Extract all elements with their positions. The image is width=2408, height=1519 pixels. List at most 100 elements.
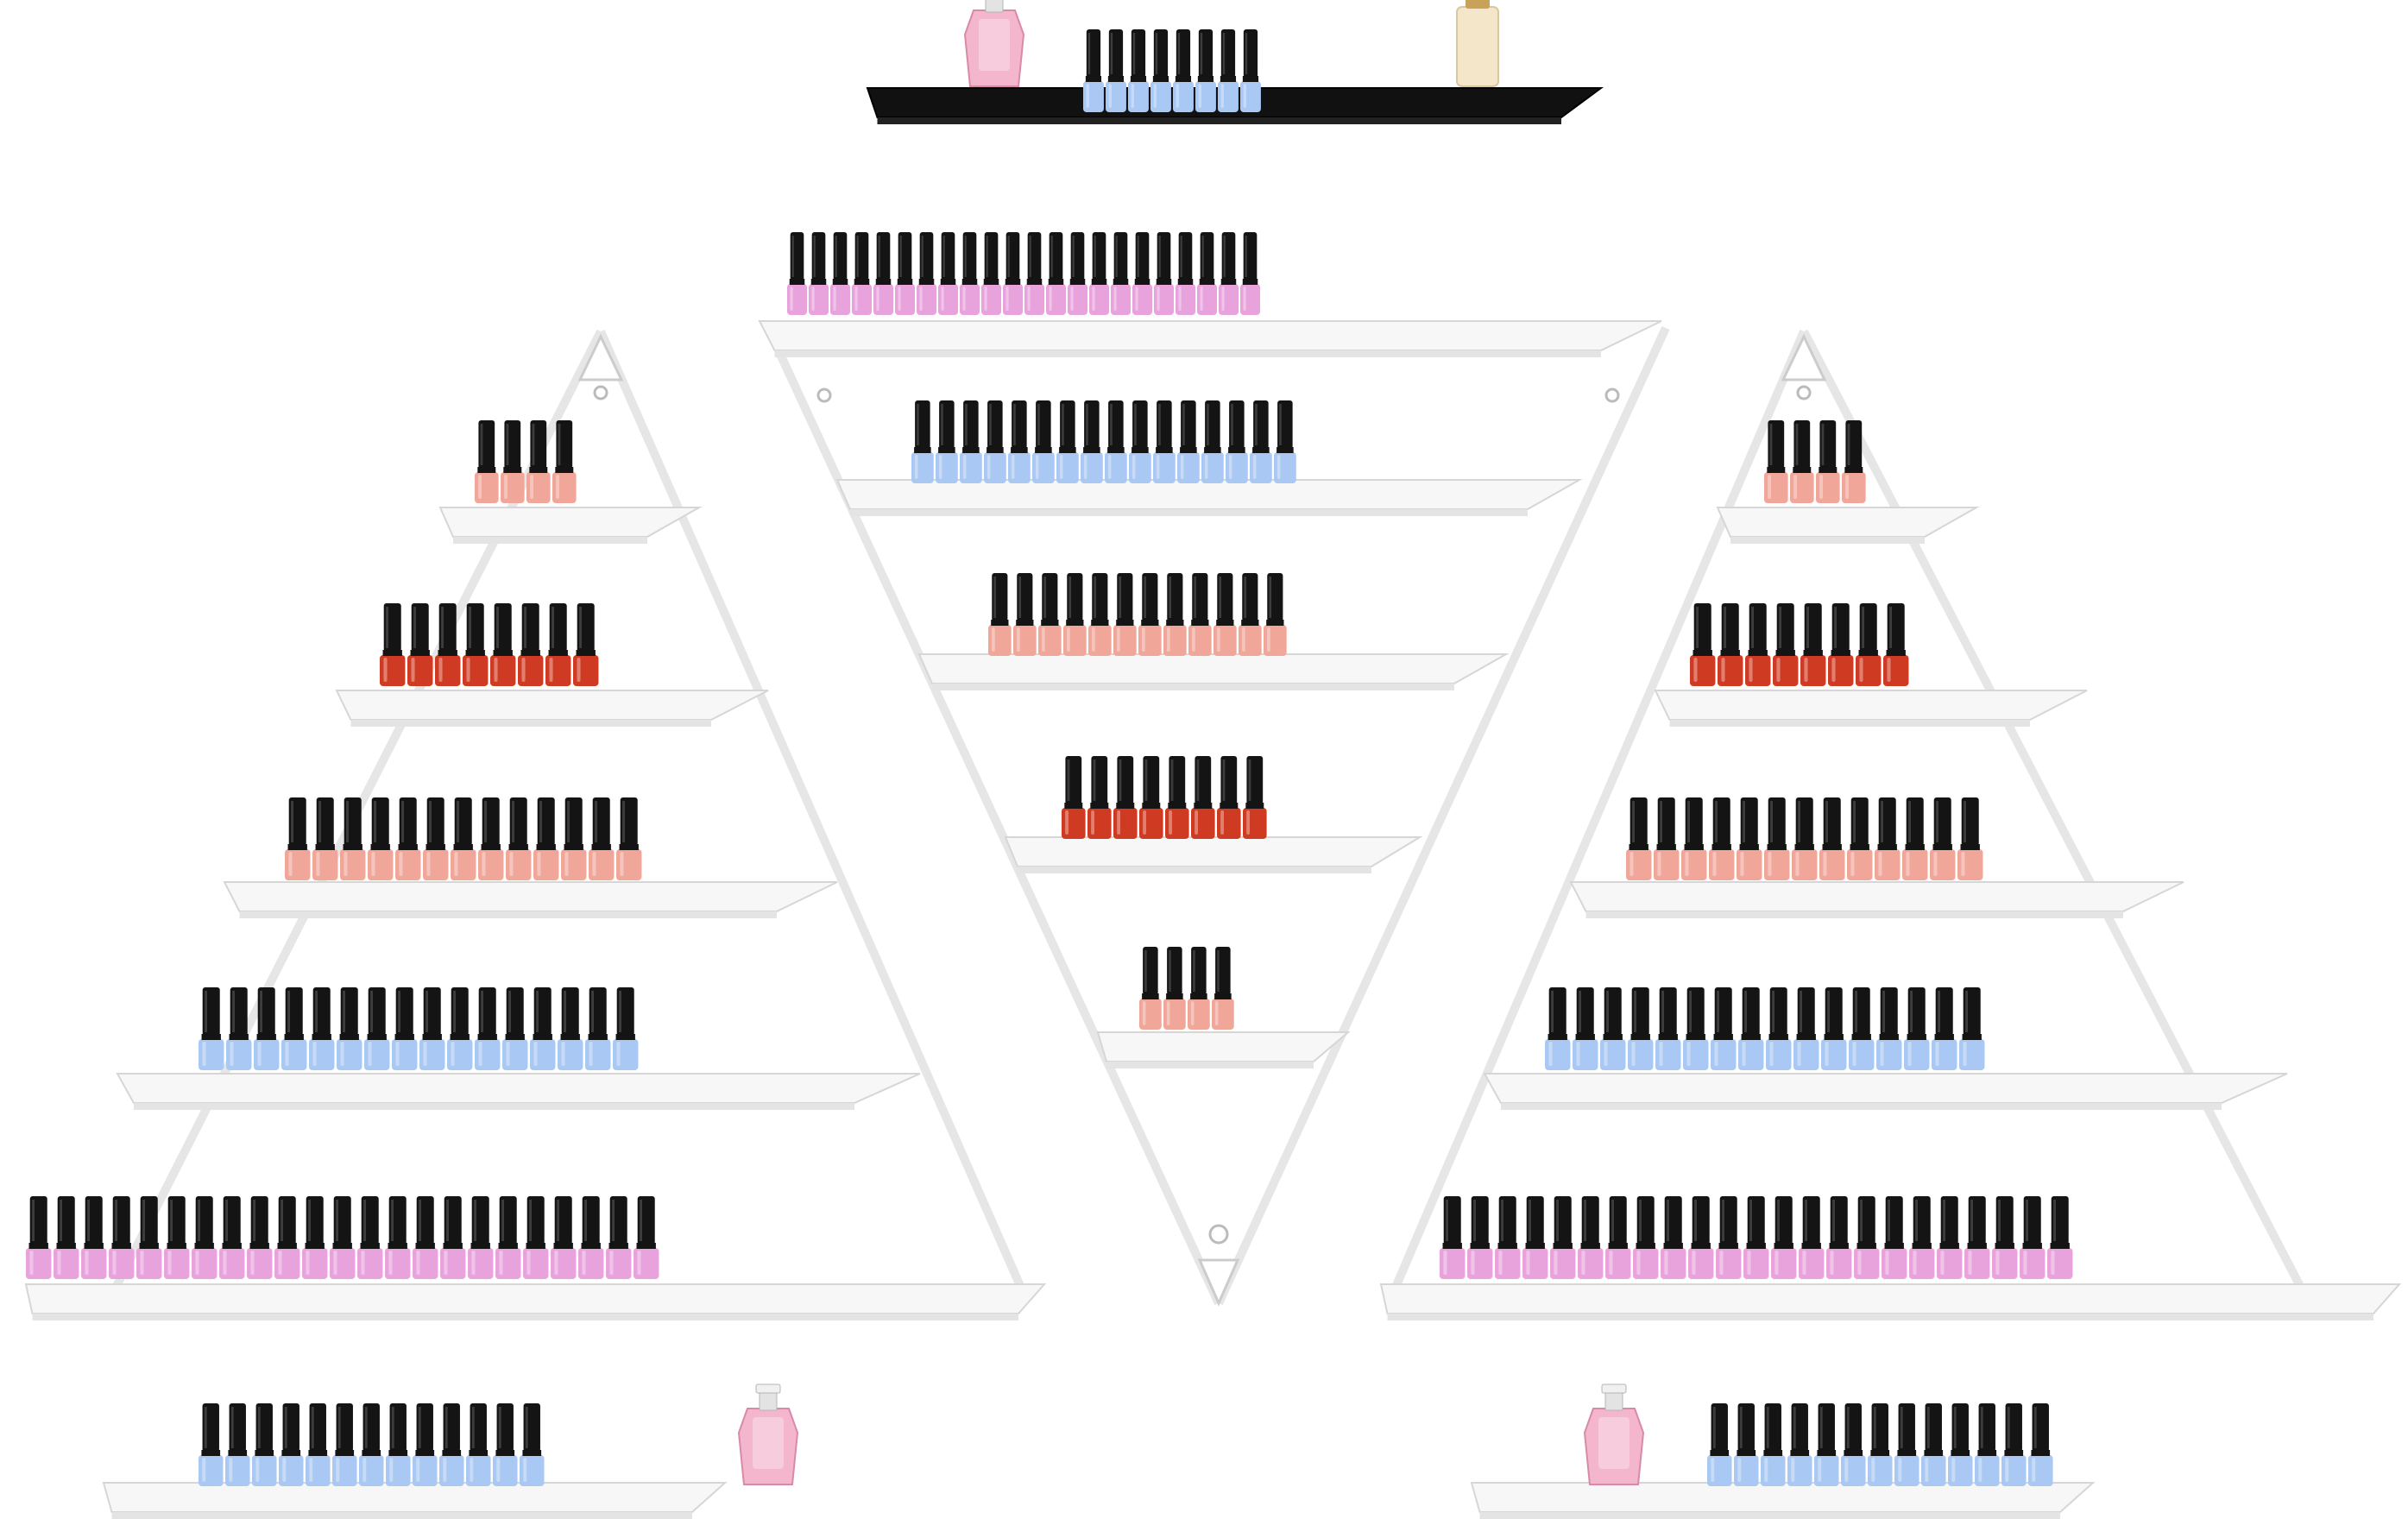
bottle-glint [1740, 852, 1744, 876]
bottle-neck [335, 1450, 355, 1456]
bottle-body [1654, 849, 1680, 880]
bottle-glint [1267, 627, 1270, 652]
bottle-neck [305, 1243, 325, 1249]
cap-highlight [619, 991, 622, 1032]
bottle-glint [223, 1251, 227, 1275]
nail-polish-bottle [1992, 1196, 2018, 1279]
perfume-label [979, 19, 1010, 71]
cap-highlight [198, 1200, 201, 1241]
cap-highlight [1873, 1407, 1876, 1448]
nail-polish-bottle [1826, 1196, 1852, 1279]
cap-highlight [1825, 801, 1829, 842]
cap-highlight [204, 1407, 207, 1448]
cap-highlight [1806, 607, 1810, 648]
bottle-body [413, 1455, 438, 1486]
bottle-neck [1663, 1243, 1683, 1249]
bottle-body [551, 1248, 577, 1279]
bottle-glint [368, 1042, 372, 1066]
bottle-glint [1685, 852, 1689, 876]
bottle-neck [1142, 803, 1161, 809]
cap-highlight [346, 801, 350, 842]
cap-highlight [552, 607, 555, 648]
left-rack-right-leg [596, 329, 1031, 1304]
bottle-neck [588, 1034, 608, 1040]
nail-polish-bottle [1150, 29, 1171, 112]
bottle-neck [1266, 620, 1284, 626]
bottle-glint [1791, 1458, 1795, 1482]
bottle-neck [1107, 76, 1125, 82]
cap-highlight [481, 991, 484, 1032]
bottle-body [1113, 625, 1137, 656]
nail-polish-bottle [164, 1196, 190, 1279]
bottle-neck [453, 844, 473, 850]
nail-polish-bottle [1578, 1196, 1604, 1279]
bottle-neck [1924, 1450, 1944, 1456]
bottle-neck [1090, 803, 1109, 809]
right-rack-hanger-hole [1796, 385, 1812, 400]
cap-highlight [1943, 1200, 1946, 1241]
cap-highlight [1094, 577, 1097, 618]
bottle-glint [1142, 1001, 1146, 1025]
cap-highlight [508, 991, 512, 1032]
bottle-neck [555, 467, 574, 473]
cap-highlight [622, 801, 626, 842]
bottle-body [1173, 81, 1194, 112]
nail-polish-bottle [1633, 1196, 1659, 1279]
bottle-body [447, 1039, 473, 1070]
bottle-body [164, 1248, 190, 1279]
bottle-body [254, 1039, 280, 1070]
bottle-neck [1276, 447, 1294, 453]
bottle-glint [471, 1251, 476, 1275]
bottle-neck [422, 1034, 442, 1040]
nail-polish-bottle [309, 987, 335, 1070]
bottle-body [1522, 1248, 1548, 1279]
bottle-neck [810, 279, 827, 285]
nail-polish-bottle [873, 232, 893, 315]
nail-polish-bottle [1904, 987, 1930, 1070]
bottle-body [1743, 1248, 1769, 1279]
bottle-body [247, 1248, 273, 1279]
nail-polish-bottle [1467, 1196, 1493, 1279]
bottle-glint [941, 287, 944, 311]
cap-highlight [1777, 1200, 1781, 1241]
cap-highlight [1881, 801, 1884, 842]
bottle-neck [1767, 844, 1787, 850]
nail-polish-bottle [1600, 987, 1626, 1070]
bottle-glint [1017, 627, 1020, 652]
bottle-body [1841, 1455, 1866, 1486]
cap-highlight [1980, 1407, 1983, 1448]
left-shelf-5-lip [32, 1314, 1018, 1320]
bottle-body [439, 1455, 464, 1486]
bottle-neck [1194, 803, 1213, 809]
nail-polish-bottle [1163, 573, 1187, 656]
nail-polish-bottle [1176, 232, 1195, 315]
left-rack-hanger-hole [593, 385, 608, 400]
nail-polish-bottle [518, 603, 544, 686]
nail-polish-bottle [490, 603, 516, 686]
bottle-glint [1859, 658, 1863, 682]
nail-polish-bottle [312, 797, 338, 880]
bottle-glint [1131, 84, 1134, 108]
bottle-glint [504, 475, 508, 499]
nail-polish-bottle [340, 797, 366, 880]
bottle-neck [1199, 279, 1215, 285]
bottle-neck [470, 1243, 490, 1249]
nail-polish-bottle [1792, 797, 1818, 880]
bottle-neck [1242, 76, 1259, 82]
nail-polish-bottle [1573, 987, 1598, 1070]
bottle-row-right-triangle-rack-pink [1440, 1196, 2073, 1279]
bottle-body [1197, 284, 1217, 315]
bottle-neck [1190, 993, 1207, 999]
bottle-glint [1178, 287, 1182, 311]
bottle-body [2047, 1248, 2073, 1279]
cap-highlight [1551, 991, 1554, 1032]
bottle-neck [1636, 1243, 1655, 1249]
bottle-body [1163, 625, 1187, 656]
bottle-glint [1011, 455, 1015, 479]
cap-highlight [1772, 991, 1775, 1032]
bottle-neck [520, 650, 540, 656]
perfume-cap [759, 1390, 778, 1411]
bottle-glint [1180, 455, 1184, 479]
bottle-body [1734, 1455, 1759, 1486]
bottle-body [463, 655, 489, 686]
